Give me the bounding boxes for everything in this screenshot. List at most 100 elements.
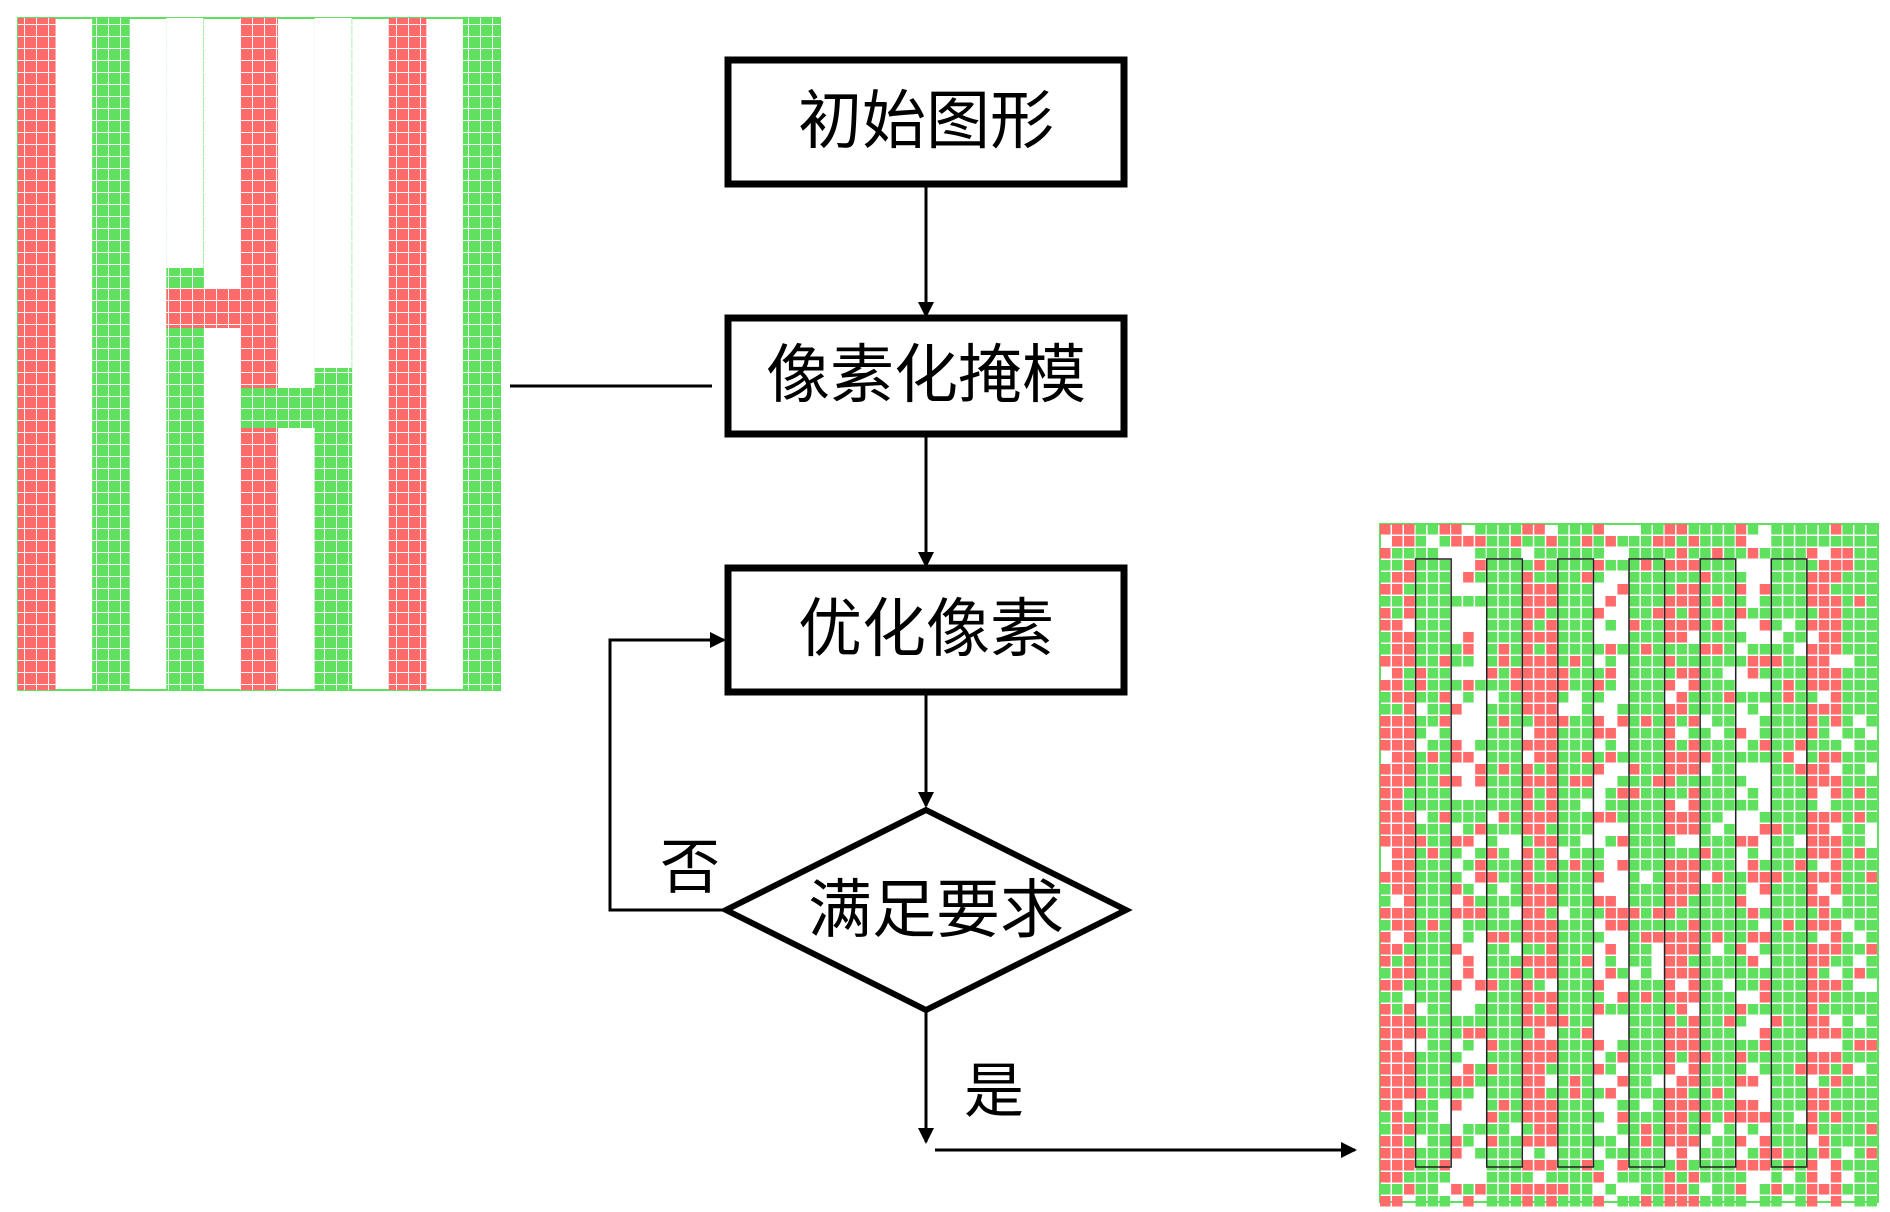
optimized-pixel bbox=[1380, 896, 1391, 907]
optimized-pixel bbox=[1783, 560, 1794, 571]
optimized-pixel bbox=[1415, 608, 1427, 619]
optimized-pixel bbox=[1427, 548, 1439, 559]
optimized-pixel bbox=[1854, 704, 1865, 715]
optimized-pixel bbox=[1498, 704, 1510, 715]
optimized-pixel bbox=[1747, 932, 1759, 943]
optimized-pixel bbox=[1653, 1016, 1664, 1027]
optimized-pixel bbox=[1510, 1016, 1522, 1027]
optimized-pixel bbox=[1712, 560, 1723, 571]
optimized-pixel bbox=[1771, 776, 1782, 787]
optimized-pixel bbox=[1724, 548, 1735, 559]
optimized-pixel bbox=[1427, 860, 1439, 871]
optimized-pixel bbox=[1830, 836, 1842, 847]
optimized-pixel bbox=[1771, 1112, 1782, 1123]
optimized-pixel bbox=[1522, 992, 1533, 1003]
optimized-pixel bbox=[1735, 752, 1747, 763]
optimized-pixel bbox=[1818, 776, 1830, 787]
optimized-pixel bbox=[1759, 884, 1771, 895]
optimized-pixel bbox=[1427, 704, 1439, 715]
optimized-pixel bbox=[1439, 896, 1451, 907]
optimized-pixel bbox=[1664, 656, 1676, 667]
optimized-pixel bbox=[1546, 908, 1557, 919]
optimized-pixel bbox=[1806, 1016, 1818, 1027]
optimized-pixel bbox=[1546, 836, 1557, 847]
optimized-pixel bbox=[1629, 764, 1640, 775]
optimized-pixel bbox=[1617, 752, 1628, 763]
optimized-pixel bbox=[1498, 596, 1510, 607]
optimized-pixel bbox=[1404, 656, 1415, 667]
optimized-pixel bbox=[1510, 1052, 1522, 1063]
optimized-pixel bbox=[1700, 1076, 1711, 1087]
optimized-pixel bbox=[1498, 1052, 1510, 1063]
optimized-pixel bbox=[1415, 632, 1427, 643]
optimized-pixel bbox=[1783, 920, 1794, 931]
optimized-pixel bbox=[1498, 1136, 1510, 1147]
optimized-pixel bbox=[1522, 764, 1533, 775]
optimized-pixel bbox=[1700, 956, 1711, 967]
optimized-pixel bbox=[1427, 764, 1439, 775]
optimized-pixel bbox=[1795, 848, 1806, 859]
optimized-pixel bbox=[1498, 1160, 1510, 1171]
optimized-pixel bbox=[1712, 836, 1723, 847]
optimized-pixel bbox=[1724, 1196, 1735, 1207]
optimized-pixel bbox=[1581, 572, 1593, 583]
optimized-pixel bbox=[1498, 1172, 1510, 1183]
optimized-pixel bbox=[1498, 656, 1510, 667]
optimized-pixel bbox=[1392, 1184, 1403, 1195]
optimized-pixel bbox=[1392, 812, 1403, 823]
optimized-pixel bbox=[1641, 1148, 1652, 1159]
optimized-pixel bbox=[1771, 812, 1782, 823]
optimized-pixel bbox=[1842, 1088, 1853, 1099]
optimized-pixel bbox=[1546, 536, 1557, 547]
optimized-pixel bbox=[1700, 1124, 1711, 1135]
optimized-pixel bbox=[1427, 1196, 1439, 1207]
optimized-pixel bbox=[1380, 776, 1391, 787]
optimized-pixel bbox=[1522, 536, 1533, 547]
optimized-pixel bbox=[1380, 932, 1391, 943]
optimized-pixel bbox=[1724, 1052, 1735, 1063]
optimized-pixel bbox=[1557, 1064, 1569, 1075]
optimized-pixel bbox=[1700, 788, 1711, 799]
optimized-pixel bbox=[1712, 980, 1723, 991]
optimized-pixel bbox=[1854, 596, 1865, 607]
optimized-pixel bbox=[1688, 1196, 1700, 1207]
optimized-pixel bbox=[1712, 896, 1723, 907]
optimized-pixel bbox=[1735, 932, 1747, 943]
optimized-pixel bbox=[1724, 1124, 1735, 1135]
optimized-pixel bbox=[1522, 632, 1533, 643]
optimized-pixel bbox=[1688, 644, 1700, 655]
optimized-pixel bbox=[1806, 608, 1818, 619]
optimized-pixel bbox=[1700, 1040, 1711, 1051]
optimized-pixel bbox=[1427, 1148, 1439, 1159]
optimized-pixel bbox=[1735, 608, 1747, 619]
optimized-pixel bbox=[1854, 1148, 1865, 1159]
optimized-pixel bbox=[1593, 872, 1604, 883]
optimized-pixel bbox=[1498, 776, 1510, 787]
optimized-pixel bbox=[1735, 884, 1747, 895]
optimized-pixel bbox=[1392, 788, 1403, 799]
optimized-pixel bbox=[1486, 644, 1498, 655]
optimized-pixel bbox=[1818, 560, 1830, 571]
optimized-pixel bbox=[1581, 776, 1593, 787]
optimized-pixel bbox=[1534, 596, 1545, 607]
optimized-track-outline bbox=[1628, 558, 1666, 1168]
optimized-pixel bbox=[1463, 860, 1474, 871]
optimized-pixel bbox=[1557, 584, 1569, 595]
optimized-pixel bbox=[1688, 752, 1700, 763]
optimized-pixel bbox=[1795, 692, 1806, 703]
optimized-pixel bbox=[1380, 836, 1391, 847]
optimized-pixel bbox=[1569, 1184, 1581, 1195]
optimized-pixel bbox=[1605, 944, 1616, 955]
optimized-pixel bbox=[1771, 752, 1782, 763]
optimized-pixel bbox=[1415, 668, 1427, 679]
optimized-pixel bbox=[1522, 716, 1533, 727]
optimized-pixel bbox=[1700, 668, 1711, 679]
optimized-pixel bbox=[1688, 920, 1700, 931]
optimized-pixel bbox=[1581, 584, 1593, 595]
optimized-pixel bbox=[1498, 716, 1510, 727]
optimized-pixel bbox=[1747, 656, 1759, 667]
optimized-pixel bbox=[1866, 776, 1877, 787]
optimized-pixel bbox=[1463, 572, 1474, 583]
optimized-pixel bbox=[1795, 1160, 1806, 1171]
optimized-pixel bbox=[1427, 944, 1439, 955]
